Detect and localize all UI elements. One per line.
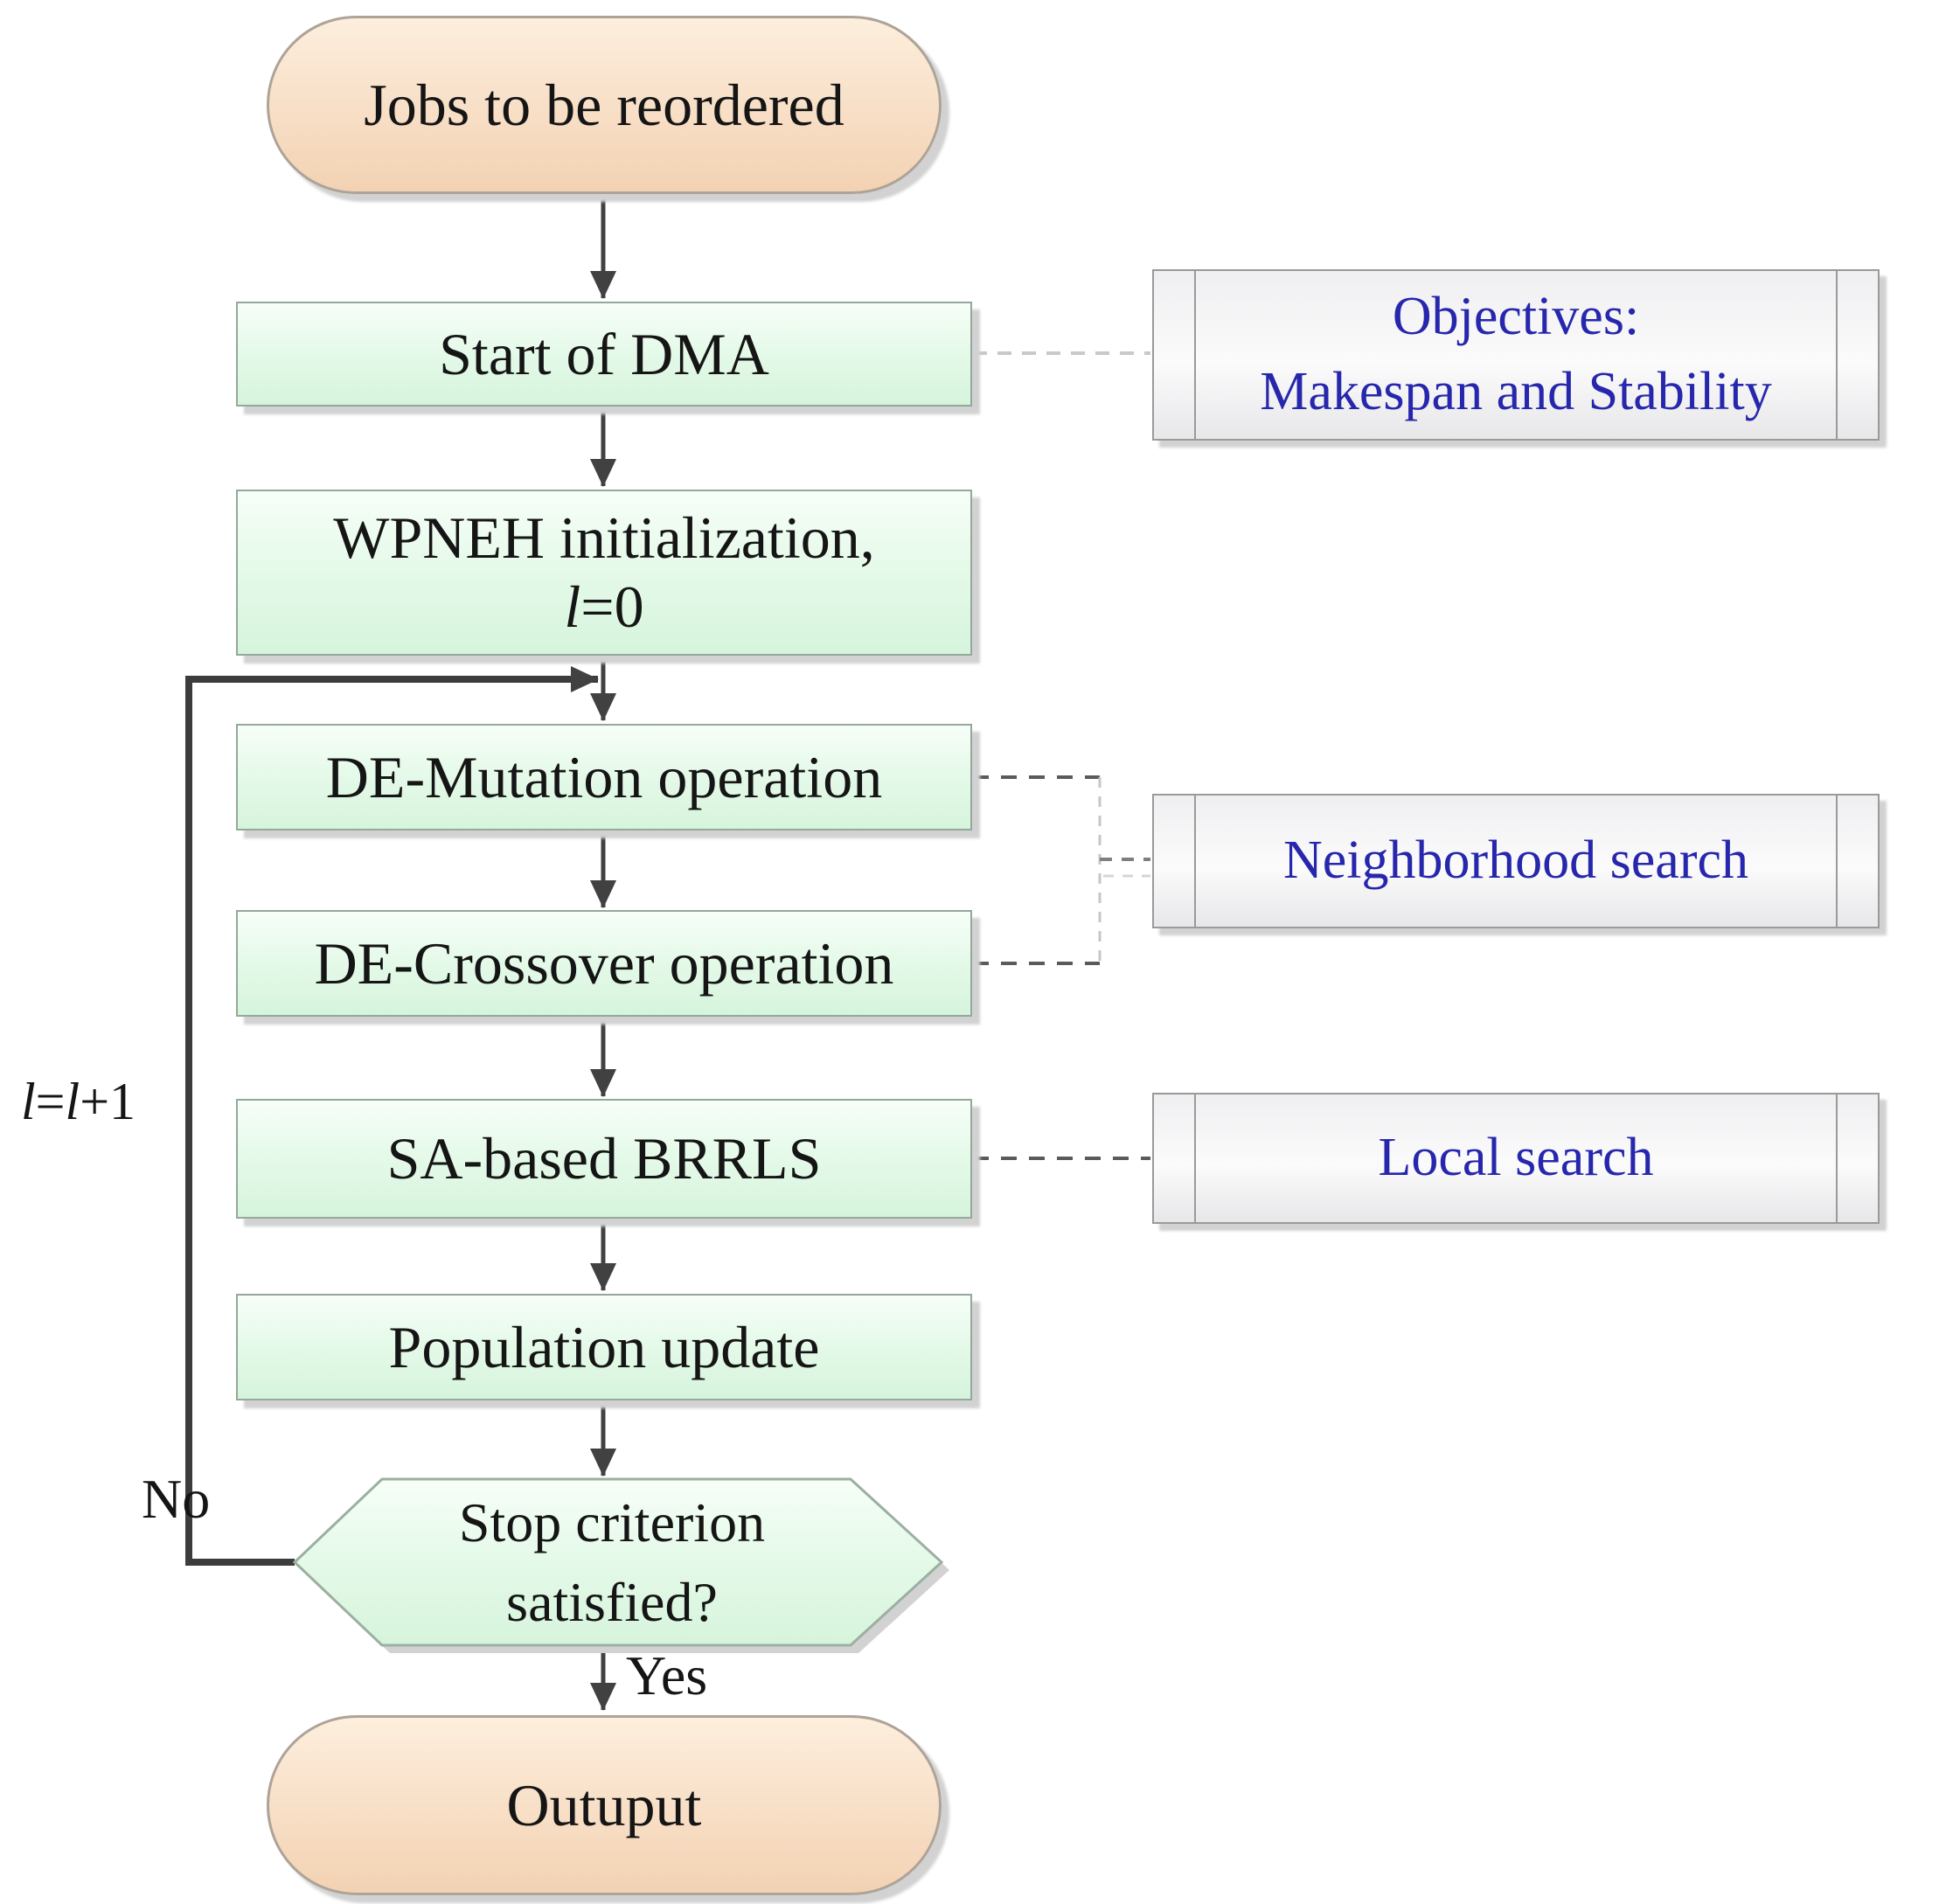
- node-output-label: Outuput: [506, 1771, 702, 1838]
- node-de-mutation: DE-Mutation operation: [236, 724, 972, 830]
- decision-hexagon: [292, 1477, 944, 1647]
- predefined-process-bar-left: [1194, 271, 1196, 439]
- annotation-neighborhood-search: Neighborhood search: [1152, 794, 1880, 928]
- annotation-objectives-line2: Makespan and Stability: [1260, 362, 1772, 421]
- node-de-crossover-label: DE-Crossover operation: [314, 929, 894, 997]
- predefined-process-bar-right: [1836, 1094, 1838, 1222]
- node-de-mutation-label: DE-Mutation operation: [325, 743, 883, 810]
- annotation-neighborhood-label: Neighborhood search: [1283, 830, 1748, 891]
- increment-eq: =: [35, 1073, 66, 1130]
- predefined-process-bar-left: [1194, 1094, 1196, 1222]
- annotation-local-label: Local search: [1378, 1128, 1654, 1188]
- predefined-process-bar-left: [1194, 796, 1196, 927]
- node-wpneh-initialization: WPNEH initialization, l=0: [236, 490, 972, 656]
- annotation-objectives: Objectives: Makespan and Stability: [1152, 269, 1880, 441]
- edge-label-yes: Yes: [626, 1644, 708, 1706]
- node-stop-criterion-line2: satisfied?: [506, 1571, 718, 1633]
- increment-var2: l: [65, 1073, 80, 1130]
- node-output: Outuput: [267, 1715, 942, 1895]
- node-sa-based-brrls-label: SA-based BRRLS: [386, 1125, 822, 1192]
- node-population-update-label: Population update: [388, 1313, 820, 1380]
- edge-label-increment: l=l+1: [21, 1072, 136, 1132]
- predefined-process-bar-right: [1836, 271, 1838, 439]
- node-jobs-to-be-reordered: Jobs to be reordered: [267, 16, 942, 194]
- node-sa-based-brrls: SA-based BRRLS: [236, 1099, 972, 1219]
- edge-label-no: No: [142, 1468, 211, 1530]
- node-start-of-dma: Start of DMA: [236, 302, 972, 407]
- node-de-crossover: DE-Crossover operation: [236, 910, 972, 1017]
- annotation-objectives-line1: Objectives:: [1392, 287, 1640, 347]
- node-start-of-dma-label: Start of DMA: [439, 320, 769, 387]
- annotation-local-search: Local search: [1152, 1093, 1880, 1224]
- node-wpneh-line2: l=0: [564, 573, 643, 642]
- loop-no-line: [185, 666, 599, 1566]
- increment-var1: l: [21, 1073, 36, 1130]
- node-population-update: Population update: [236, 1294, 972, 1400]
- wpneh-rest: =0: [580, 573, 644, 640]
- wpneh-var: l: [564, 573, 581, 640]
- increment-rest: +1: [80, 1073, 136, 1130]
- node-wpneh-line1: WPNEH initialization,: [333, 504, 875, 572]
- node-jobs-label: Jobs to be reordered: [364, 71, 844, 138]
- predefined-process-bar-right: [1836, 796, 1838, 927]
- node-stop-criterion-line1: Stop criterion: [458, 1491, 766, 1554]
- node-stop-criterion: Stop criterion satisfied?: [350, 1481, 874, 1645]
